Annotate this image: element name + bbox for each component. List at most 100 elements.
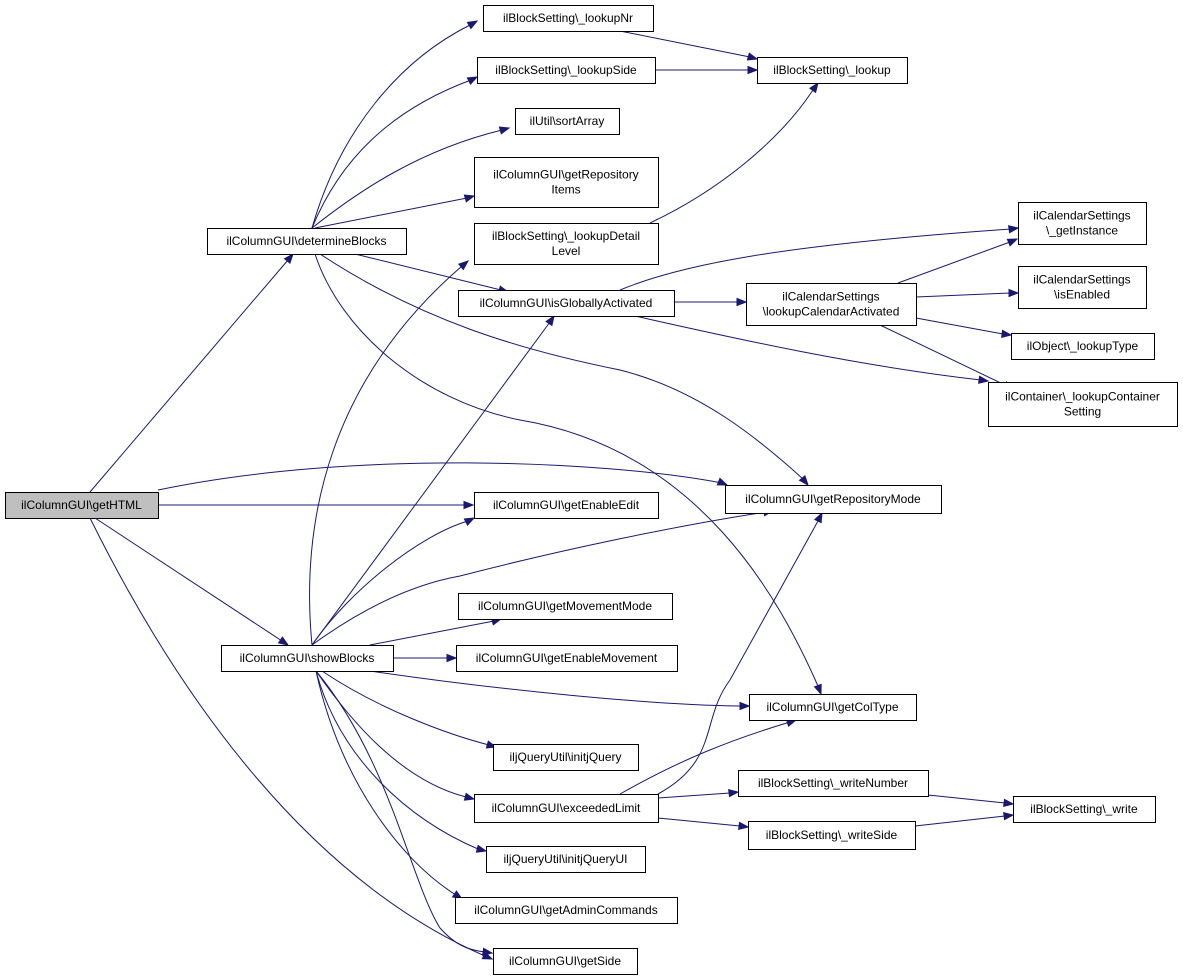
arrowhead xyxy=(977,375,990,384)
edge-line xyxy=(619,228,1012,291)
node-label: ilColumnGUI\getMovementMode xyxy=(478,599,652,613)
node-write[interactable]: ilBlockSetting\_write xyxy=(1013,796,1156,823)
node-label: \_getInstance xyxy=(1046,224,1118,238)
node-box xyxy=(455,897,678,924)
edge-getHTML-to-getRepositoryMode xyxy=(157,462,729,491)
arrowhead xyxy=(283,252,294,265)
edge-lookupCalendarActivated-to-lookupType xyxy=(915,317,1013,339)
edge-showBlocks-to-getRepositoryMode xyxy=(311,508,775,646)
edge-showBlocks-to-isGloballyActivated xyxy=(311,314,555,646)
arrowhead xyxy=(1006,238,1019,247)
edge-isGloballyActivated-to-getInstance xyxy=(619,225,1020,291)
node-initjQueryUI[interactable]: iljQueryUtil\initjQueryUI xyxy=(486,846,646,873)
arrowhead xyxy=(1003,798,1015,808)
edge-determineBlocks-to-lookupNr xyxy=(311,20,479,229)
node-isEnabled[interactable]: ilCalendarSettings\isEnabled xyxy=(1018,266,1147,309)
edge-getHTML-to-getSide xyxy=(89,517,494,960)
node-getMovementMode[interactable]: ilColumnGUI\getMovementMode xyxy=(458,593,673,620)
edge-line xyxy=(311,520,469,646)
node-getSide[interactable]: ilColumnGUI\getSide xyxy=(493,948,638,975)
node-getHTML[interactable]: ilColumnGUI\getHTML xyxy=(5,492,159,519)
node-box xyxy=(207,228,407,255)
edge-lookupDetailLevel-to-lookup xyxy=(649,81,819,224)
node-label: ilColumnGUI\showBlocks xyxy=(240,651,375,665)
edge-determineBlocks-to-getColType xyxy=(314,253,822,696)
node-label: ilColumnGUI\determineBlocks xyxy=(226,234,386,248)
node-lookupNr[interactable]: ilBlockSetting\_lookupNr xyxy=(483,5,654,32)
edge-line xyxy=(369,620,495,646)
node-getRepositoryMode[interactable]: ilColumnGUI\getRepositoryMode xyxy=(725,485,942,514)
edge-exceededLimit-to-getRepositoryMode xyxy=(657,511,823,795)
edge-line xyxy=(619,721,791,795)
arrowhead xyxy=(466,76,479,86)
node-box xyxy=(456,645,678,672)
arrowhead xyxy=(809,81,819,94)
node-label: ilBlockSetting\_writeSide xyxy=(766,828,898,842)
node-label: Level xyxy=(552,244,581,258)
node-initjQuery[interactable]: iljQueryUtil\initjQuery xyxy=(493,744,639,771)
arrowhead xyxy=(277,636,290,646)
node-showBlocks[interactable]: ilColumnGUI\showBlocks xyxy=(221,645,394,672)
node-label: ilColumnGUI\getHTML xyxy=(21,498,142,512)
node-label: ilColumnGUI\getEnableEdit xyxy=(493,498,640,512)
node-box xyxy=(458,593,673,620)
node-writeNumber[interactable]: ilBlockSetting\_writeNumber xyxy=(738,770,929,797)
node-box xyxy=(748,821,916,850)
node-box xyxy=(458,290,675,317)
edges-layer xyxy=(89,20,1020,960)
node-box xyxy=(483,5,654,32)
node-exceededLimit[interactable]: ilColumnGUI\exceededLimit xyxy=(474,794,659,823)
node-box xyxy=(1011,333,1155,360)
node-label: ilObject\_lookupType xyxy=(1027,339,1139,353)
edge-line xyxy=(321,670,490,746)
edge-line xyxy=(315,670,467,798)
edge-getHTML-to-getEnableEdit xyxy=(158,500,475,510)
node-box xyxy=(988,382,1178,427)
node-isGloballyActivated[interactable]: ilColumnGUI\isGloballyActivated xyxy=(458,290,675,317)
node-writeSide[interactable]: ilBlockSetting\_writeSide xyxy=(748,821,916,850)
node-lookupType[interactable]: ilObject\_lookupType xyxy=(1011,333,1155,360)
node-box xyxy=(493,744,639,771)
edge-line xyxy=(914,815,1006,827)
node-label: Setting xyxy=(1064,405,1101,419)
edge-line xyxy=(657,792,731,799)
arrowhead xyxy=(463,194,476,203)
node-label: ilBlockSetting\_lookupSide xyxy=(495,63,637,77)
arrowhead xyxy=(746,52,759,61)
node-label: ilColumnGUI\getAdminCommands xyxy=(474,903,657,917)
node-getEnableMovement[interactable]: ilColumnGUI\getEnableMovement xyxy=(456,645,678,672)
arrowhead xyxy=(463,500,475,510)
edge-exceededLimit-to-writeSide xyxy=(657,817,750,831)
node-label: ilColumnGUI\getSide xyxy=(509,954,621,968)
edge-exceededLimit-to-writeNumber xyxy=(657,788,740,799)
node-lookupSide[interactable]: ilBlockSetting\_lookupSide xyxy=(477,57,656,84)
edge-line xyxy=(157,462,723,491)
node-box xyxy=(738,770,929,797)
node-box xyxy=(757,57,908,84)
edge-writeSide-to-write xyxy=(914,811,1015,827)
edge-showBlocks-to-getSide xyxy=(315,670,494,956)
node-box xyxy=(1018,202,1147,245)
arrowhead xyxy=(463,792,476,801)
edge-line xyxy=(369,670,742,707)
arrowhead xyxy=(813,683,822,696)
edge-showBlocks-to-getMovementMode xyxy=(369,617,503,646)
node-getInstance[interactable]: ilCalendarSettings\_getInstance xyxy=(1018,202,1147,245)
edge-line xyxy=(319,253,804,480)
node-lookupCalendarActivated[interactable]: ilCalendarSettings\lookupCalendarActivat… xyxy=(746,283,917,326)
node-lookup[interactable]: ilBlockSetting\_lookup xyxy=(757,57,908,84)
node-sortArray[interactable]: ilUtil\sortArray xyxy=(515,108,620,135)
node-getEnableEdit[interactable]: ilColumnGUI\getEnableEdit xyxy=(474,492,659,519)
edge-showBlocks-to-getAdminCommands xyxy=(315,670,464,900)
edge-line xyxy=(311,321,551,646)
node-label: ilContainer\_lookupContainer xyxy=(1005,390,1160,404)
node-determineBlocks[interactable]: ilColumnGUI\determineBlocks xyxy=(207,228,407,255)
node-label: \lookupCalendarActivated xyxy=(763,305,900,319)
node-getColType[interactable]: ilColumnGUI\getColType xyxy=(749,694,917,721)
arrowhead xyxy=(736,297,748,307)
node-getAdminCommands[interactable]: ilColumnGUI\getAdminCommands xyxy=(455,897,678,924)
node-label: ilBlockSetting\_lookup xyxy=(773,63,891,77)
